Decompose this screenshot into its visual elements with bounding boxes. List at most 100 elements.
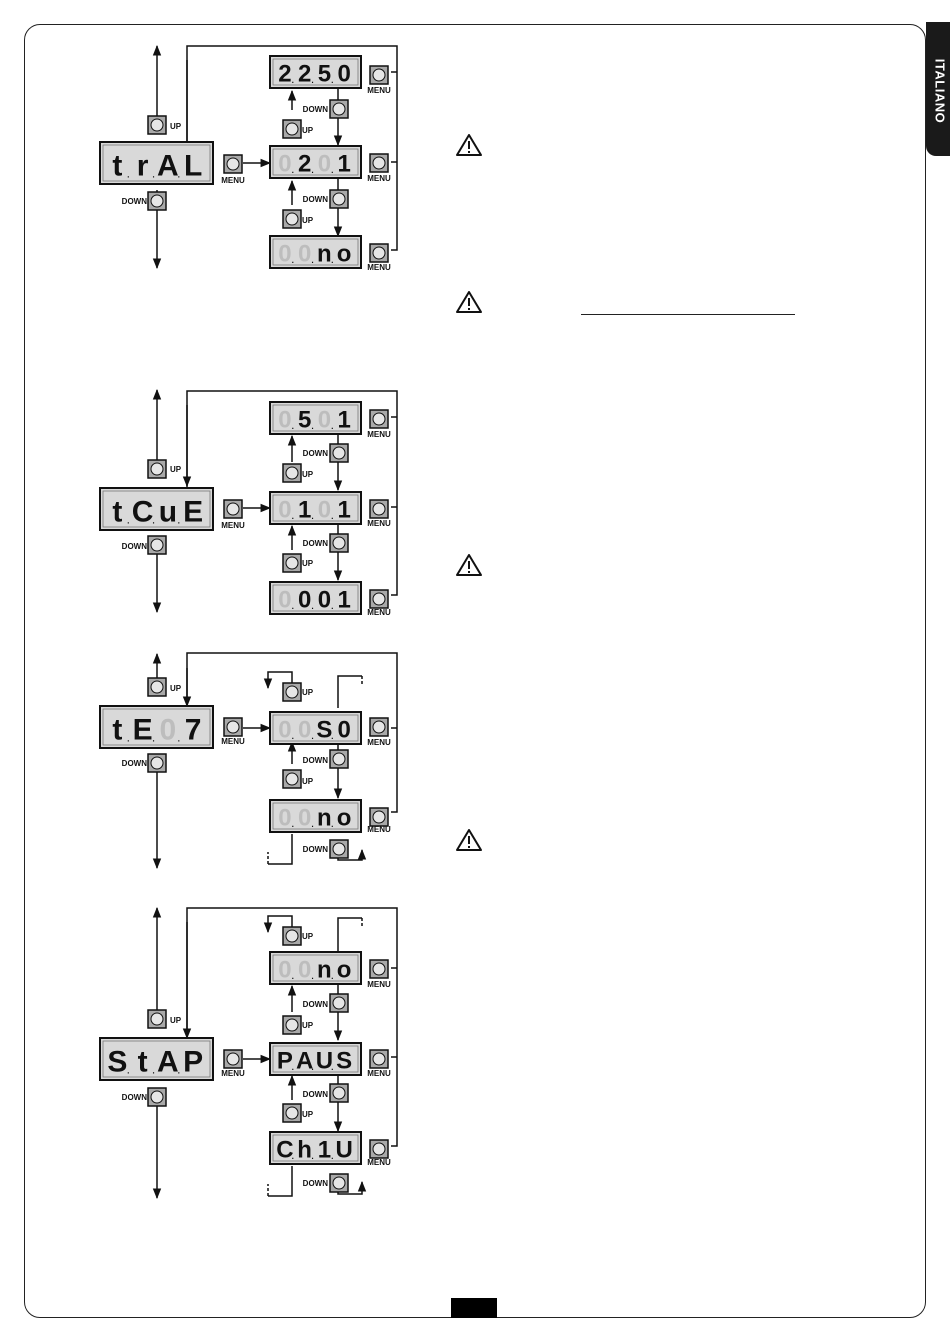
display-dot: .: [291, 1059, 294, 1073]
down-button[interactable]: DOWN: [303, 749, 349, 769]
display-dot: .: [311, 508, 314, 522]
button-dot[interactable]: [226, 157, 240, 171]
button-dot[interactable]: [372, 1142, 386, 1156]
menu-button[interactable]: MENU: [221, 154, 245, 185]
up-button[interactable]: UP: [147, 1009, 182, 1029]
button-dot[interactable]: [332, 1176, 346, 1190]
button-dot[interactable]: [285, 685, 299, 699]
button-label: MENU: [221, 521, 245, 530]
menu-button[interactable]: MENU: [367, 153, 391, 183]
down-button[interactable]: DOWN: [122, 1087, 167, 1107]
button-dot[interactable]: [372, 720, 386, 734]
button-dot[interactable]: [332, 842, 346, 856]
display-digit: 1: [318, 1137, 331, 1164]
down-button[interactable]: DOWN: [122, 753, 167, 773]
down-button[interactable]: DOWN: [303, 993, 349, 1013]
button-dot[interactable]: [150, 1012, 164, 1026]
button-dot[interactable]: [332, 192, 346, 206]
down-button[interactable]: DOWN: [303, 99, 349, 119]
button-dot[interactable]: [372, 246, 386, 260]
up-button[interactable]: UP: [282, 1015, 314, 1035]
up-button[interactable]: UP: [147, 115, 182, 135]
display-dot: .: [127, 512, 130, 526]
button-dot[interactable]: [150, 462, 164, 476]
button-dot[interactable]: [285, 122, 299, 136]
button-dot[interactable]: [332, 996, 346, 1010]
button-dot[interactable]: [150, 118, 164, 132]
option-display: 0.5.0.1: [269, 401, 362, 435]
display-frame: [269, 951, 362, 985]
menu-button[interactable]: MENU: [367, 409, 391, 439]
down-button[interactable]: DOWN: [303, 443, 349, 463]
up-button[interactable]: UP: [282, 682, 314, 702]
button-dot[interactable]: [150, 756, 164, 770]
button-dot[interactable]: [372, 156, 386, 170]
button-dot[interactable]: [372, 502, 386, 516]
down-button[interactable]: DOWN: [303, 533, 349, 553]
up-button[interactable]: UP: [147, 677, 182, 697]
up-button[interactable]: UP: [282, 553, 314, 573]
menu-button[interactable]: MENU: [367, 65, 391, 95]
button-dot[interactable]: [332, 752, 346, 766]
menu-button[interactable]: MENU: [367, 243, 391, 272]
up-button[interactable]: UP: [282, 769, 314, 789]
button-dot[interactable]: [285, 212, 299, 226]
menu-button[interactable]: MENU: [367, 807, 391, 834]
button-dot[interactable]: [372, 1052, 386, 1066]
button-dot[interactable]: [372, 412, 386, 426]
button-dot[interactable]: [372, 68, 386, 82]
button-dot[interactable]: [150, 538, 164, 552]
menu-button[interactable]: MENU: [221, 717, 245, 746]
up-button[interactable]: UP: [282, 463, 314, 483]
up-button[interactable]: UP: [147, 459, 182, 479]
menu-button[interactable]: MENU: [221, 499, 245, 530]
button-label: DOWN: [122, 542, 148, 551]
option-display: 0.0.0.1: [269, 581, 362, 615]
menu-button[interactable]: MENU: [367, 1049, 391, 1078]
button-label: UP: [302, 126, 314, 135]
button-dot[interactable]: [285, 556, 299, 570]
button-dot[interactable]: [285, 1106, 299, 1120]
display-digit: u: [159, 496, 177, 529]
button-dot[interactable]: [226, 1052, 240, 1066]
down-button[interactable]: DOWN: [122, 535, 167, 555]
button-dot[interactable]: [332, 102, 346, 116]
up-button[interactable]: UP: [282, 1103, 314, 1123]
button-label: MENU: [367, 263, 391, 272]
display-digit: 5: [318, 61, 331, 88]
button-dot[interactable]: [285, 1018, 299, 1032]
menu-button[interactable]: MENU: [367, 499, 391, 528]
button-dot[interactable]: [150, 680, 164, 694]
button-dot[interactable]: [150, 1090, 164, 1104]
button-dot[interactable]: [226, 720, 240, 734]
menu-button[interactable]: MENU: [367, 589, 391, 617]
down-button[interactable]: DOWN: [303, 1083, 349, 1103]
button-dot[interactable]: [150, 194, 164, 208]
up-button[interactable]: UP: [282, 209, 314, 229]
menu-button[interactable]: MENU: [367, 717, 391, 747]
menu-button[interactable]: MENU: [367, 959, 391, 989]
button-dot[interactable]: [372, 592, 386, 606]
button-label: MENU: [367, 980, 391, 989]
button-dot[interactable]: [332, 1086, 346, 1100]
button-label: MENU: [367, 608, 391, 617]
button-dot[interactable]: [285, 772, 299, 786]
down-button[interactable]: DOWN: [303, 839, 349, 859]
button-dot[interactable]: [332, 446, 346, 460]
display-digit: 1: [337, 407, 350, 434]
menu-button[interactable]: MENU: [221, 1049, 245, 1078]
down-button[interactable]: DOWN: [303, 1173, 349, 1193]
down-button[interactable]: DOWN: [122, 191, 167, 211]
button-dot[interactable]: [372, 962, 386, 976]
button-dot[interactable]: [285, 929, 299, 943]
button-dot[interactable]: [226, 502, 240, 516]
down-button[interactable]: DOWN: [303, 189, 349, 209]
display-bezel: [272, 148, 359, 176]
menu-button[interactable]: MENU: [367, 1139, 391, 1167]
up-button[interactable]: UP: [282, 926, 314, 946]
display-frame: [99, 705, 214, 749]
up-button[interactable]: UP: [282, 119, 314, 139]
button-dot[interactable]: [285, 466, 299, 480]
button-dot[interactable]: [332, 536, 346, 550]
button-dot[interactable]: [372, 810, 386, 824]
